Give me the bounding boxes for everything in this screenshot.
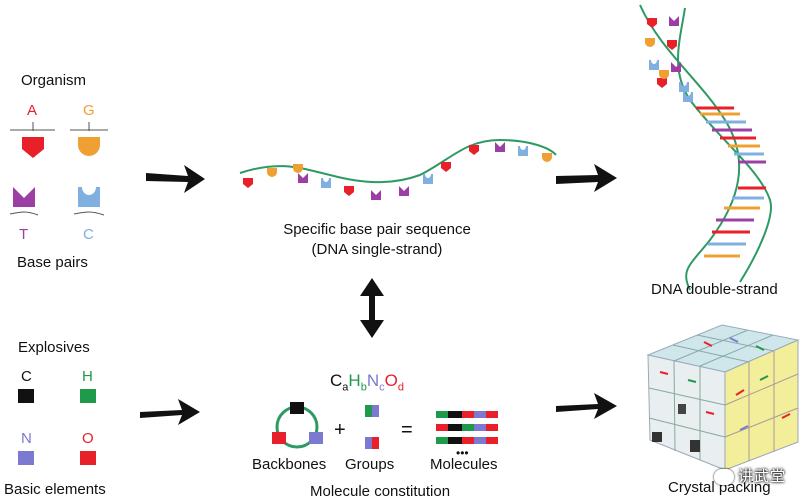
arrows — [140, 164, 617, 425]
formula-c-sub: a — [342, 381, 349, 394]
arrow-organism-to-sequence — [146, 165, 205, 193]
dna-double-strand — [639, 4, 772, 291]
arrow-molecule-to-crystal — [556, 393, 617, 419]
groups-label: Groups — [345, 456, 395, 473]
formula-n-sub: c — [379, 381, 385, 394]
crystal-packing-cube — [646, 324, 800, 471]
element-c-square — [18, 389, 34, 403]
base-g-shape — [78, 137, 100, 156]
bidirectional-arrow — [360, 278, 384, 338]
base-t-letter: T — [19, 226, 29, 243]
base-c-shape — [78, 187, 100, 207]
dna-single-strand — [239, 138, 557, 200]
element-o-square — [80, 451, 96, 465]
formula: CaHbNcOd — [330, 372, 404, 393]
basic-elements-label: Basic elements — [4, 481, 106, 498]
molecule-constitution-label: Molecule constitution — [310, 483, 451, 500]
element-c-letter: C — [21, 368, 32, 385]
watermark: 讲武堂 — [713, 465, 786, 486]
organism-label: Organism — [21, 72, 87, 89]
plus-sign: + — [334, 419, 346, 441]
single-strand-caption-line2: (DNA single-strand) — [311, 241, 443, 258]
base-t-shape — [13, 187, 35, 207]
base-g-letter: G — [83, 102, 95, 119]
element-n-letter: N — [21, 430, 32, 447]
base-pairs-label: Base pairs — [17, 254, 88, 271]
formula-n: N — [366, 371, 380, 390]
equals-sign: = — [401, 419, 413, 441]
watermark-text: 讲武堂 — [737, 468, 786, 485]
arrow-explosives-to-molecule — [140, 399, 200, 425]
chat-bubble-icon — [713, 469, 734, 486]
element-n-square — [18, 451, 34, 465]
base-legend — [9, 122, 108, 216]
molecules-icon — [436, 411, 498, 444]
single-strand-caption-line1: Specific base pair sequence — [283, 221, 471, 238]
formula-h: H — [348, 371, 361, 390]
base-a-letter: A — [27, 102, 38, 119]
crystal-packing-label: Crystal packing — [668, 479, 771, 496]
element-h-letter: H — [82, 368, 93, 385]
molecules-ellipsis: ••• — [456, 446, 469, 460]
element-o-letter: O — [82, 430, 94, 447]
element-legend — [18, 389, 96, 465]
formula-c: C — [330, 371, 343, 390]
formula-h-sub: b — [360, 381, 367, 394]
base-a-shape — [22, 137, 44, 158]
double-strand-caption: DNA double-strand — [651, 281, 778, 298]
arrow-sequence-to-double — [556, 164, 617, 192]
base-c-letter: C — [83, 226, 94, 243]
explosives-label: Explosives — [18, 339, 90, 356]
backbone-ring — [272, 402, 323, 449]
formula-o: O — [384, 371, 398, 390]
element-h-square — [80, 389, 96, 403]
molecules-label: Molecules — [430, 456, 498, 473]
formula-o-sub: d — [397, 381, 404, 394]
groups-icon — [365, 405, 379, 449]
backbones-label: Backbones — [252, 456, 327, 473]
